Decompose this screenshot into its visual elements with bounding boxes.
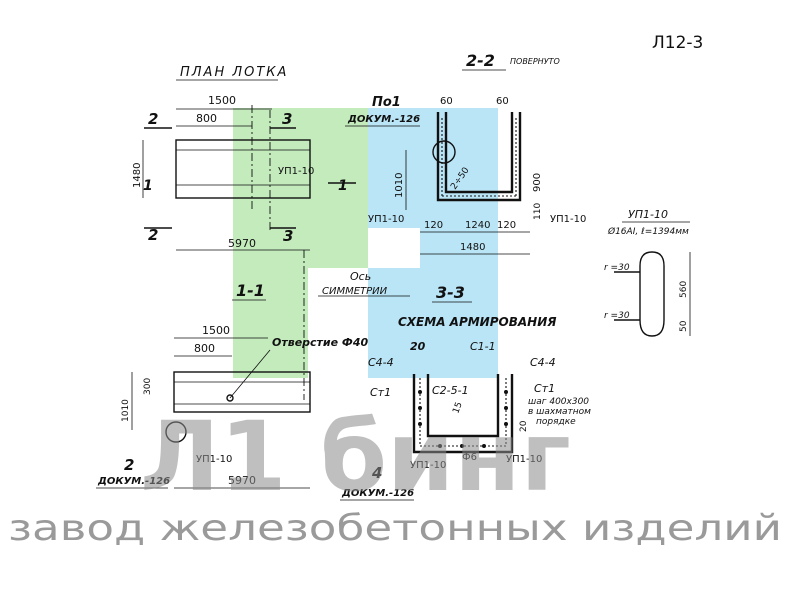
plan-cut-2-top: 2 [148,110,158,128]
sec33-c251: С2-5-1 [432,384,469,397]
sec22-dim-60-left: 60 [440,96,453,107]
watermark-letters: Л1 бинг [140,401,571,513]
detail-dim-560: 560 [679,281,689,298]
axis-label-2: СИММЕТРИИ [322,286,388,297]
axis-label: Ось [350,270,371,283]
sec33-c44-left: С4-4 [368,356,394,369]
plan-dim-1480: 1480 [132,163,143,188]
plan-dim-800: 800 [196,112,217,125]
sheet-code: Л12-3 [652,33,703,53]
plan-cut-2-bottom: 2 [148,226,158,244]
plan-view: ПЛАН ЛОТКА 1500 800 2 3 1480 УП1-10 1 1 … [132,65,356,251]
sec33-scheme-title: СХЕМА АРМИРОВАНИЯ [398,315,556,329]
sec11-title: 1-1 [236,281,265,300]
detail-title: УП1-10 [628,208,668,221]
sec33-phi6: Ф6 [462,452,477,463]
sec22-rebar-right: УП1-10 [550,214,586,225]
sec22-dim-1240: 1240 [465,220,490,231]
sec22-dim-1010: 1010 [394,173,405,198]
sec33-rebar-bottom: УП1-10 [410,460,446,471]
section-3-3: 3-3 СХЕМА АРМИРОВАНИЯ 20 С1-1 С4-4 С4-4 … [340,283,591,501]
detail-r-bottom: r =30 [604,311,630,321]
sec22-title: 2-2 [466,51,495,70]
section-1-1: 1-1 1500 800 Отверстие Ф40 300 1010 УП1-… [96,281,368,489]
sec33-ct1-right: Ст1 [534,382,555,395]
sec22-dim-900: 900 [532,173,543,192]
company-watermark: Л1 бинг завод железобетонных изделий [8,401,782,549]
sec33-ref-doc: ДОКУМ.-126 [341,488,414,499]
plan-cut-1-left: 1 [143,178,153,194]
sec33-dim-20: 20 [410,340,426,353]
sec11-dim-300: 300 [143,378,153,395]
sec33-dim-15: 15 [451,401,464,415]
sec33-dim-20-side: 20 [519,420,529,432]
sec22-dim-1480: 1480 [460,242,485,253]
sec11-dim-1010: 1010 [121,399,131,422]
logo-watermark [233,108,498,378]
sec33-ref-num: 4 [371,464,382,482]
sec22-dim-110: 110 [533,203,543,220]
plan-cut-3-bottom: 3 [283,227,293,245]
plan-cut-3-top: 3 [282,110,292,128]
sec11-ref-num: 2 [124,456,134,474]
sec22-ref: По1 [372,95,401,110]
plan-dim-1500: 1500 [208,94,236,107]
sec11-dim-1500: 1500 [202,324,230,337]
sec22-dim-60-right: 60 [496,96,509,107]
plan-title: ПЛАН ЛОТКА [180,65,288,80]
sec33-c11: С1-1 [470,340,496,353]
sec33-c44-right: С4-4 [530,356,556,369]
watermark-subtitle: завод железобетонных изделий [8,508,782,549]
detail-r-top: r =30 [604,263,630,273]
detail-dim-50: 50 [679,320,689,332]
sec11-dim-800: 800 [194,342,215,355]
sec33-ct1-left: Ст1 [370,386,391,399]
symmetry-axis: Ось СИММЕТРИИ [303,250,410,400]
sec11-rebar-label: УП1-10 [196,454,232,465]
plan-rebar-label: УП1-10 [278,166,314,177]
sec11-ref-doc: ДОКУМ.-126 [97,476,170,487]
section-2-2: 2-2 ПОВЕРНУТО По1 ДОКУМ.-126 60 60 1010 … [345,51,586,255]
sec33-step-note-3: порядке [536,417,576,427]
sec33-step-note-1: шаг 400х300 [528,397,589,407]
sec11-hole-label: Отверстие Ф40 [272,336,368,349]
sec22-dim-120-left: 120 [424,220,443,231]
sec33-rebar-right: УП1-10 [506,454,542,465]
plan-cut-1-right: 1 [338,178,348,194]
sec22-dim-120-right: 120 [497,220,516,231]
sec22-rebar-left: УП1-10 [368,214,404,225]
sec11-dim-5970: 5970 [228,474,256,487]
plan-dim-5970: 5970 [228,237,256,250]
sec33-title: 3-3 [436,283,465,302]
sec22-ref-doc: ДОКУМ.-126 [347,114,420,125]
sec33-step-note-2: в шахматном [528,407,591,417]
sec22-note: ПОВЕРНУТО [510,57,560,66]
detail-spec: Ø16АI, ℓ=1394мм [607,226,689,237]
detail-up1-10: УП1-10 Ø16АI, ℓ=1394мм r =30 r =30 560 5… [604,208,691,337]
